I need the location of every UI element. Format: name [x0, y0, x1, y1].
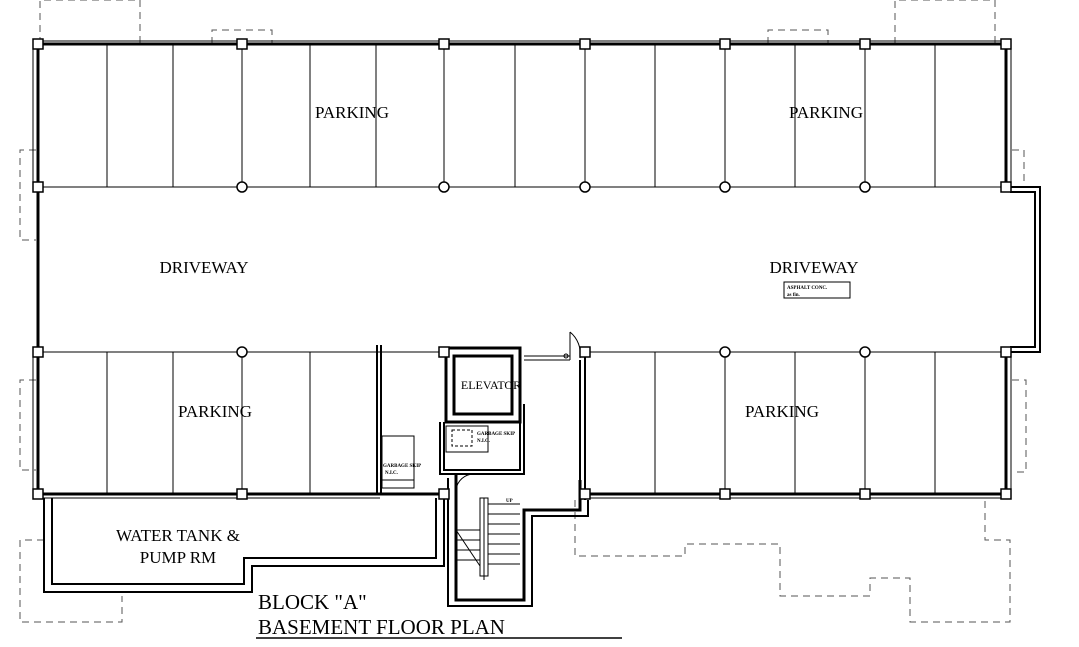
- garbage-skip-center: [445, 425, 489, 453]
- garbage-skip-left: [381, 435, 415, 489]
- parking-label-top-left: PARKING: [315, 103, 389, 122]
- garbage-skip-left-label-2: N.I.C.: [385, 471, 399, 476]
- core-walls: [376, 345, 586, 500]
- door-swing: [524, 331, 581, 361]
- columns-round: [236, 181, 871, 358]
- elevator-label: ELEVATOR: [461, 378, 521, 392]
- inner-wall-lines: [32, 40, 1012, 499]
- driveway-label-left: DRIVEWAY: [159, 258, 248, 277]
- asphalt-note-line1: ASPHALT CONC.: [787, 286, 828, 291]
- parking-label-top-right: PARKING: [789, 103, 863, 122]
- water-tank-label-line2: PUMP RM: [140, 548, 216, 567]
- parking-label-bottom-right: PARKING: [745, 402, 819, 421]
- core-room: [439, 404, 525, 475]
- asphalt-note-box: [783, 281, 851, 299]
- water-tank-room-walls: [43, 494, 445, 593]
- garbage-skip-left-label-1: GARBAGE SKIP: [383, 464, 421, 469]
- asphalt-note-line2: as fin.: [787, 293, 801, 298]
- plan-title-line2: BASEMENT FLOOR PLAN: [258, 615, 505, 639]
- parking-grid: [38, 44, 1006, 494]
- stair-well: [447, 473, 589, 607]
- plan-title-line1: BLOCK "A": [258, 590, 367, 614]
- garbage-skip-center-label-2: N.I.C.: [477, 439, 491, 444]
- driveway-extension: [1006, 186, 1041, 353]
- dashed-outlines: [19, 0, 1027, 623]
- water-tank-label-line1: WATER TANK &: [116, 526, 240, 545]
- parking-label-bottom-left: PARKING: [178, 402, 252, 421]
- stair-up-label: UP: [506, 499, 513, 504]
- columns-square: [32, 38, 1012, 500]
- driveway-label-right: DRIVEWAY: [769, 258, 858, 277]
- garbage-skip-center-label-1: GARBAGE SKIP: [477, 432, 515, 437]
- elevator-shaft: [444, 346, 522, 424]
